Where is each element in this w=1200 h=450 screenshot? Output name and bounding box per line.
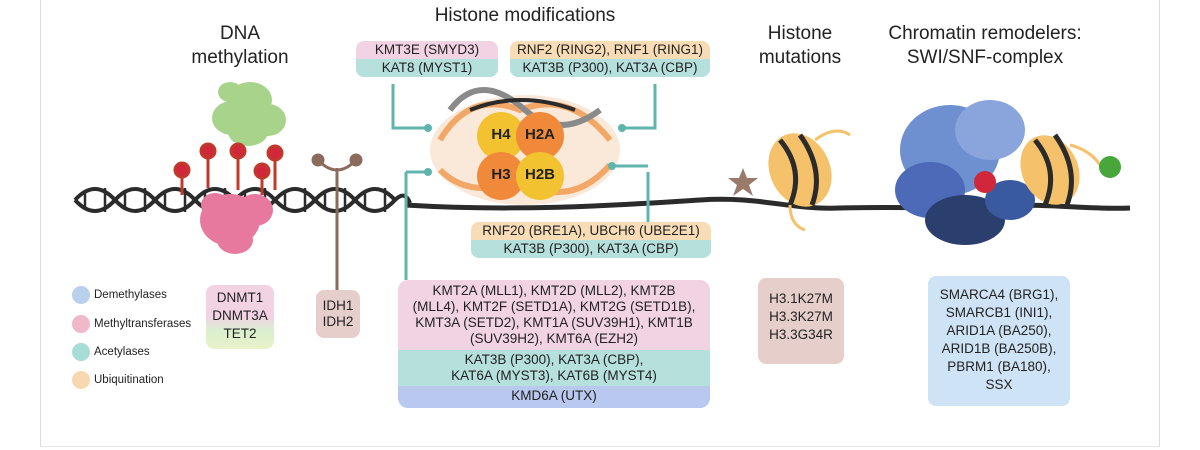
pink-protein	[200, 193, 273, 254]
heading-line: Histone	[767, 23, 833, 44]
enzyme-row: KAT3B (P300), KAT3A (CBP),	[464, 352, 644, 367]
histone-label-h2a: H2A	[524, 126, 555, 143]
heading-line: Histone modifications	[434, 5, 616, 26]
legend-label: Methyltransferases	[94, 318, 192, 330]
enzyme-box-dnmt: DNMT1 DNMT3A TET2	[206, 285, 274, 349]
legend-swatch	[72, 343, 90, 361]
legend-swatch	[72, 371, 90, 389]
heading-line: mutations	[758, 47, 842, 68]
idh-shape	[311, 153, 363, 290]
enzyme-row: KAT3B (P300), KAT3A (CBP)	[471, 240, 711, 258]
nucleosome	[430, 87, 620, 205]
enzyme-row: DNMT3A	[212, 308, 268, 323]
enzyme-row: RNF2 (RING2), RNF1 (RING1)	[510, 41, 710, 59]
methyl-groups	[173, 142, 284, 195]
legend-swatch	[72, 315, 90, 333]
swisnf-row: ARID1B (BA250B),	[941, 341, 1057, 356]
acetylase-section: KAT3B (P300), KAT3A (CBP), KAT6A (MYST3)…	[398, 350, 710, 386]
connectors	[391, 84, 657, 280]
heading-histone-modifications: Histone modifications	[400, 4, 650, 28]
enzyme-box-top-left: KMT3E (SMYD3) KAT8 (MYST1)	[356, 41, 498, 77]
figure-frame	[40, 0, 1160, 447]
enzyme-row: DNMT1	[216, 290, 264, 305]
enzyme-row: RNF20 (BRE1A), UBCH6 (UBE2E1)	[471, 222, 711, 240]
swisnf-row: PBRM1 (BA180),	[947, 359, 1051, 374]
green-protein	[212, 82, 286, 146]
legend-label: Ubiquitination	[94, 374, 164, 386]
mutation-row: H3.1K27M	[769, 291, 833, 306]
swisnf-row: SMARCA4 (BRG1),	[939, 287, 1059, 302]
heading-chromatin-remodelers: Chromatin remodelers: SWI/SNF-complex	[880, 22, 1090, 70]
swisnf-row: ARID1A (BA250),	[946, 323, 1052, 338]
histone-label-h4: H4	[491, 126, 511, 143]
enzyme-row: IDH1	[322, 298, 354, 313]
mutations-box: H3.1K27M H3.3K27M H3.3G34R	[758, 278, 844, 364]
mutation-row: H3.3K27M	[769, 309, 833, 324]
enzyme-box-large: KMT2A (MLL1), KMT2D (MLL2), KMT2B (MLL4)…	[398, 280, 710, 408]
demethylase-section: KMD6A (UTX)	[398, 386, 710, 408]
swisnf-box: SMARCA4 (BRG1), SMARCB1 (INI1), ARID1A (…	[928, 276, 1070, 406]
enzyme-row: KMD6A (UTX)	[511, 388, 597, 403]
methyltransferase-section: KMT2A (MLL1), KMT2D (MLL2), KMT2B (MLL4)…	[398, 280, 710, 350]
histone-label-h2b: H2B	[524, 166, 555, 183]
enzyme-row: KMT3E (SMYD3)	[356, 41, 498, 59]
enzyme-box-mid-right: RNF20 (BRE1A), UBCH6 (UBE2E1) KAT3B (P30…	[471, 222, 711, 258]
heading-line: methylation	[191, 47, 289, 68]
swisnf-row: SSX	[985, 377, 1013, 392]
swisnf-row: SMARCB1 (INI1),	[945, 305, 1053, 320]
enzyme-row: IDH2	[322, 314, 354, 329]
heading-line: DNA	[219, 23, 261, 44]
enzyme-box-top-right: RNF2 (RING2), RNF1 (RING1) KAT3B (P300),…	[510, 41, 710, 77]
heading-histone-mutations: Histone mutations	[740, 22, 860, 70]
heading-dna-methylation: DNA methylation	[170, 22, 310, 70]
enzyme-row: KMT2A (MLL1), KMT2D (MLL2), KMT2B	[432, 283, 676, 298]
enzyme-box-idh: IDH1 IDH2	[316, 290, 360, 338]
swisnf-complex	[895, 100, 1121, 245]
enzyme-row: KAT6A (MYST3), KAT6B (MYST4)	[451, 368, 657, 383]
legend-label: Acetylases	[94, 346, 150, 358]
enzyme-row: KAT3B (P300), KAT3A (CBP)	[510, 59, 710, 77]
enzyme-row: KAT8 (MYST1)	[356, 59, 498, 77]
enzyme-row: (SUV39H2), KMT6A (EZH2)	[469, 331, 639, 346]
legend-swatch	[72, 286, 90, 304]
connector-dots	[424, 124, 626, 176]
mutation-row: H3.3G34R	[769, 327, 833, 342]
enzyme-row: TET2	[223, 326, 257, 341]
mutated-nucleosome	[728, 129, 851, 232]
enzyme-row: (MLL4), KMT2F (SETD1A), KMT2G (SETD1B),	[412, 299, 696, 314]
legend-label: Demethylases	[94, 289, 167, 301]
heading-line: Chromatin remodelers:	[888, 23, 1082, 44]
enzyme-row: KMT3A (SETD2), KMT1A (SUV39H1), KMT1B	[415, 315, 693, 330]
histone-label-h3: H3	[491, 166, 511, 183]
heading-line: SWI/SNF-complex	[906, 47, 1064, 68]
